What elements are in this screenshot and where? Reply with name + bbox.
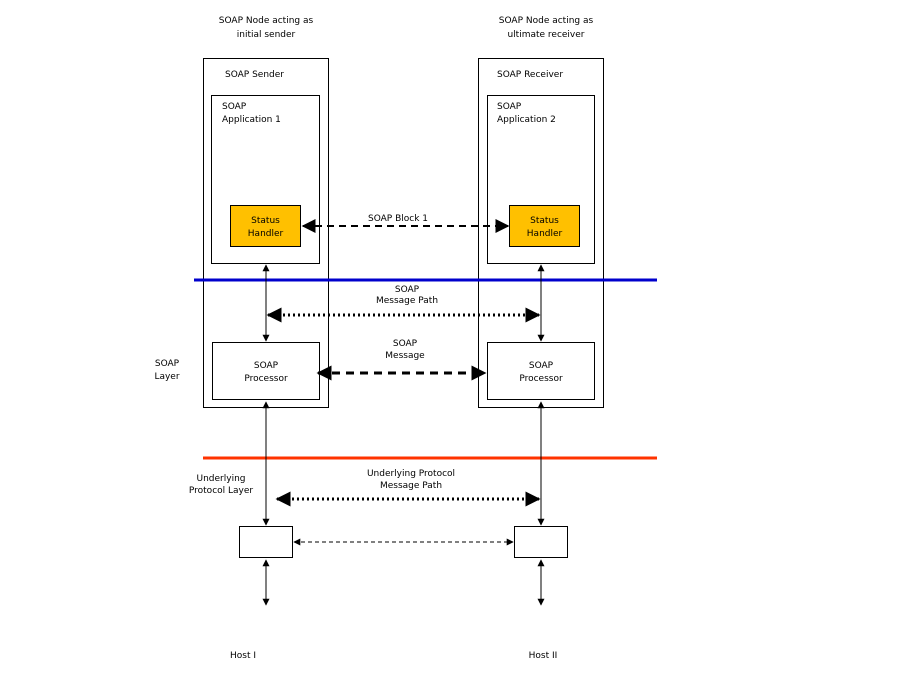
message-path-label-line1: SOAP bbox=[395, 285, 420, 295]
status-handler-receiver-line1: Status bbox=[530, 216, 559, 226]
soap-message-label-line2: Message bbox=[385, 351, 425, 361]
initial-sender-title-line2: initial sender bbox=[237, 30, 296, 40]
soap-message-label-line1: SOAP bbox=[393, 339, 418, 349]
status-handler-sender-line1: Status bbox=[251, 216, 280, 226]
protocol-box-host2 bbox=[514, 526, 568, 558]
host1-label: Host I bbox=[230, 651, 256, 661]
soap-processor-receiver-line2: Processor bbox=[519, 374, 563, 384]
soap-block-label: SOAP Block 1 bbox=[368, 214, 428, 224]
ultimate-receiver-title-line2: ultimate receiver bbox=[507, 30, 584, 40]
soap-sender-label: SOAP Sender bbox=[225, 70, 284, 80]
host2-label: Host II bbox=[529, 651, 558, 661]
soap-application-1-label-line1: SOAP bbox=[222, 102, 247, 112]
status-handler-receiver-line2: Handler bbox=[527, 229, 563, 239]
underlying-layer-label-line2: Protocol Layer bbox=[189, 486, 254, 496]
soap-processor-sender-line1: SOAP bbox=[254, 361, 279, 371]
initial-sender-title-line1: SOAP Node acting as bbox=[219, 16, 314, 26]
underlying-path-label-line1: Underlying Protocol bbox=[367, 469, 455, 479]
underlying-layer-label-line1: Underlying bbox=[197, 474, 246, 484]
soap-layer-label-line2: Layer bbox=[154, 372, 179, 382]
soap-processor-receiver bbox=[487, 342, 595, 400]
status-handler-sender bbox=[230, 205, 301, 247]
soap-application-2-label-line2: Application 2 bbox=[497, 115, 556, 125]
soap-application-2-label-line1: SOAP bbox=[497, 102, 522, 112]
soap-layer-label-line1: SOAP bbox=[155, 359, 180, 369]
underlying-path-label-line2: Message Path bbox=[380, 481, 442, 491]
status-handler-sender-line2: Handler bbox=[248, 229, 284, 239]
protocol-box-host1 bbox=[239, 526, 293, 558]
soap-processor-receiver-line1: SOAP bbox=[529, 361, 554, 371]
message-path-label-line2: Message Path bbox=[376, 296, 438, 306]
soap-application-1-label-line2: Application 1 bbox=[222, 115, 281, 125]
soap-receiver-label: SOAP Receiver bbox=[497, 70, 563, 80]
soap-processor-sender bbox=[212, 342, 320, 400]
ultimate-receiver-title-line1: SOAP Node acting as bbox=[499, 16, 594, 26]
status-handler-receiver bbox=[509, 205, 580, 247]
soap-processor-sender-line2: Processor bbox=[244, 374, 288, 384]
